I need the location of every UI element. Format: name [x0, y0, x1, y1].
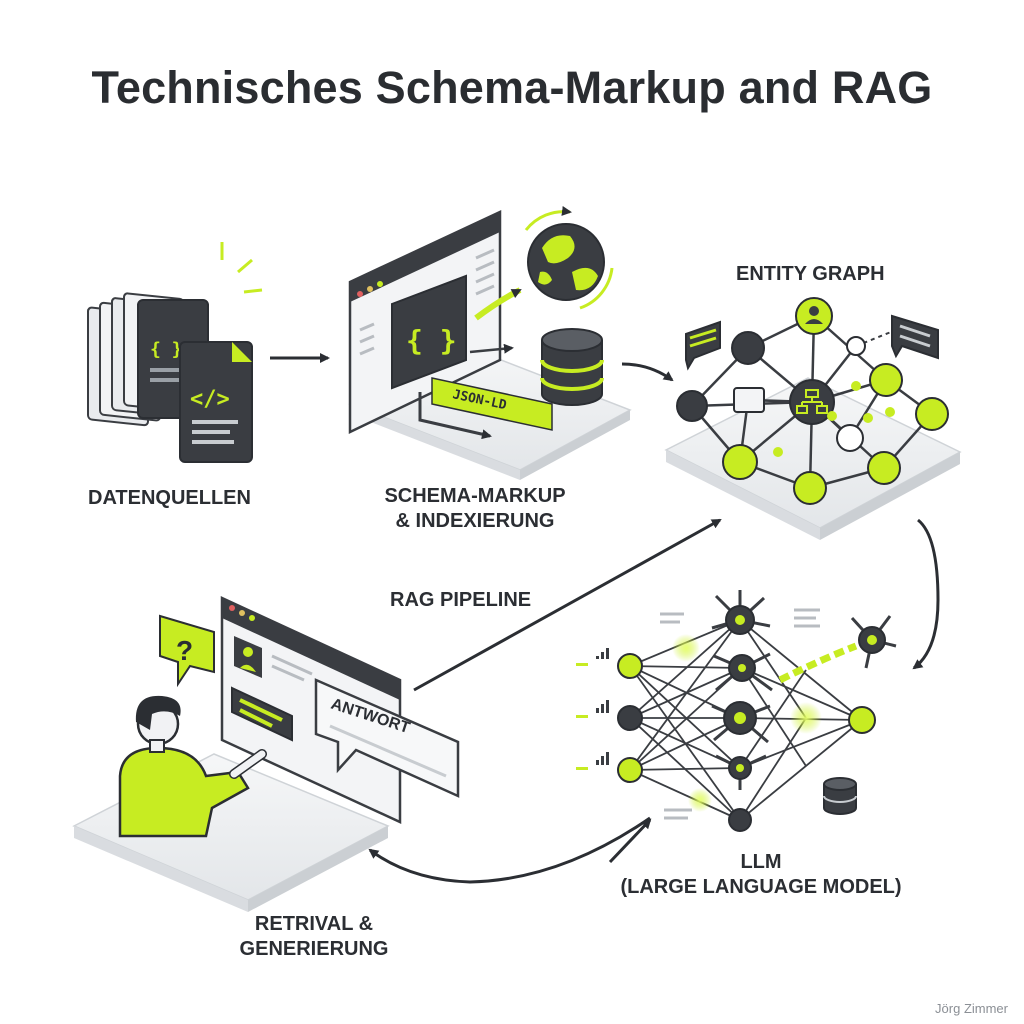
label-datenquellen: DATENQUELLEN — [88, 487, 251, 509]
label-retrival: RETRIVAL & GENERIERUNG — [214, 912, 414, 962]
label-llm-line2: (LARGE LANGUAGE MODEL) — [620, 876, 902, 898]
schema-markup-scene: { } — [348, 206, 632, 480]
person-icon — [118, 695, 267, 838]
small-database-icon — [823, 777, 857, 815]
author-credit: Jörg Zimmer — [935, 1001, 1008, 1016]
arrow-llm-to-retrival — [368, 816, 651, 884]
retrival-scene — [72, 596, 460, 912]
label-llm: LLM (LARGE LANGUAGE MODEL) — [616, 850, 906, 900]
label-schema-line2: & INDEXIERUNG — [395, 510, 555, 532]
code-braces-icon: { } — [150, 339, 183, 360]
globe-icon — [524, 206, 614, 310]
datenquellen-documents: { } </> — [87, 242, 263, 463]
database-icon — [540, 328, 604, 406]
arrow-graph-to-llm — [912, 518, 940, 670]
label-entity-graph: ENTITY GRAPH — [736, 263, 885, 285]
label-rag-pipeline: RAG PIPELINE — [390, 589, 532, 611]
arrow-schema-to-graph — [621, 362, 674, 382]
arrow-retrival-to-graph — [413, 518, 722, 692]
entity-graph — [664, 297, 962, 540]
json-braces-icon: { } — [406, 324, 457, 357]
llm-neural-network — [576, 590, 897, 832]
page-title: Technisches Schema-Markup and RAG — [91, 62, 933, 113]
question-mark-icon: ? — [176, 635, 193, 666]
code-tag-icon: </> — [190, 387, 230, 412]
label-llm-line1: LLM — [740, 851, 782, 873]
label-schema-line1: SCHEMA-MARKUP — [384, 485, 566, 507]
label-schema-markup: SCHEMA-MARKUP & INDEXIERUNG — [360, 484, 590, 534]
label-retrival-line2: GENERIERUNG — [239, 938, 389, 960]
label-retrival-line1: RETRIVAL & — [254, 913, 374, 935]
